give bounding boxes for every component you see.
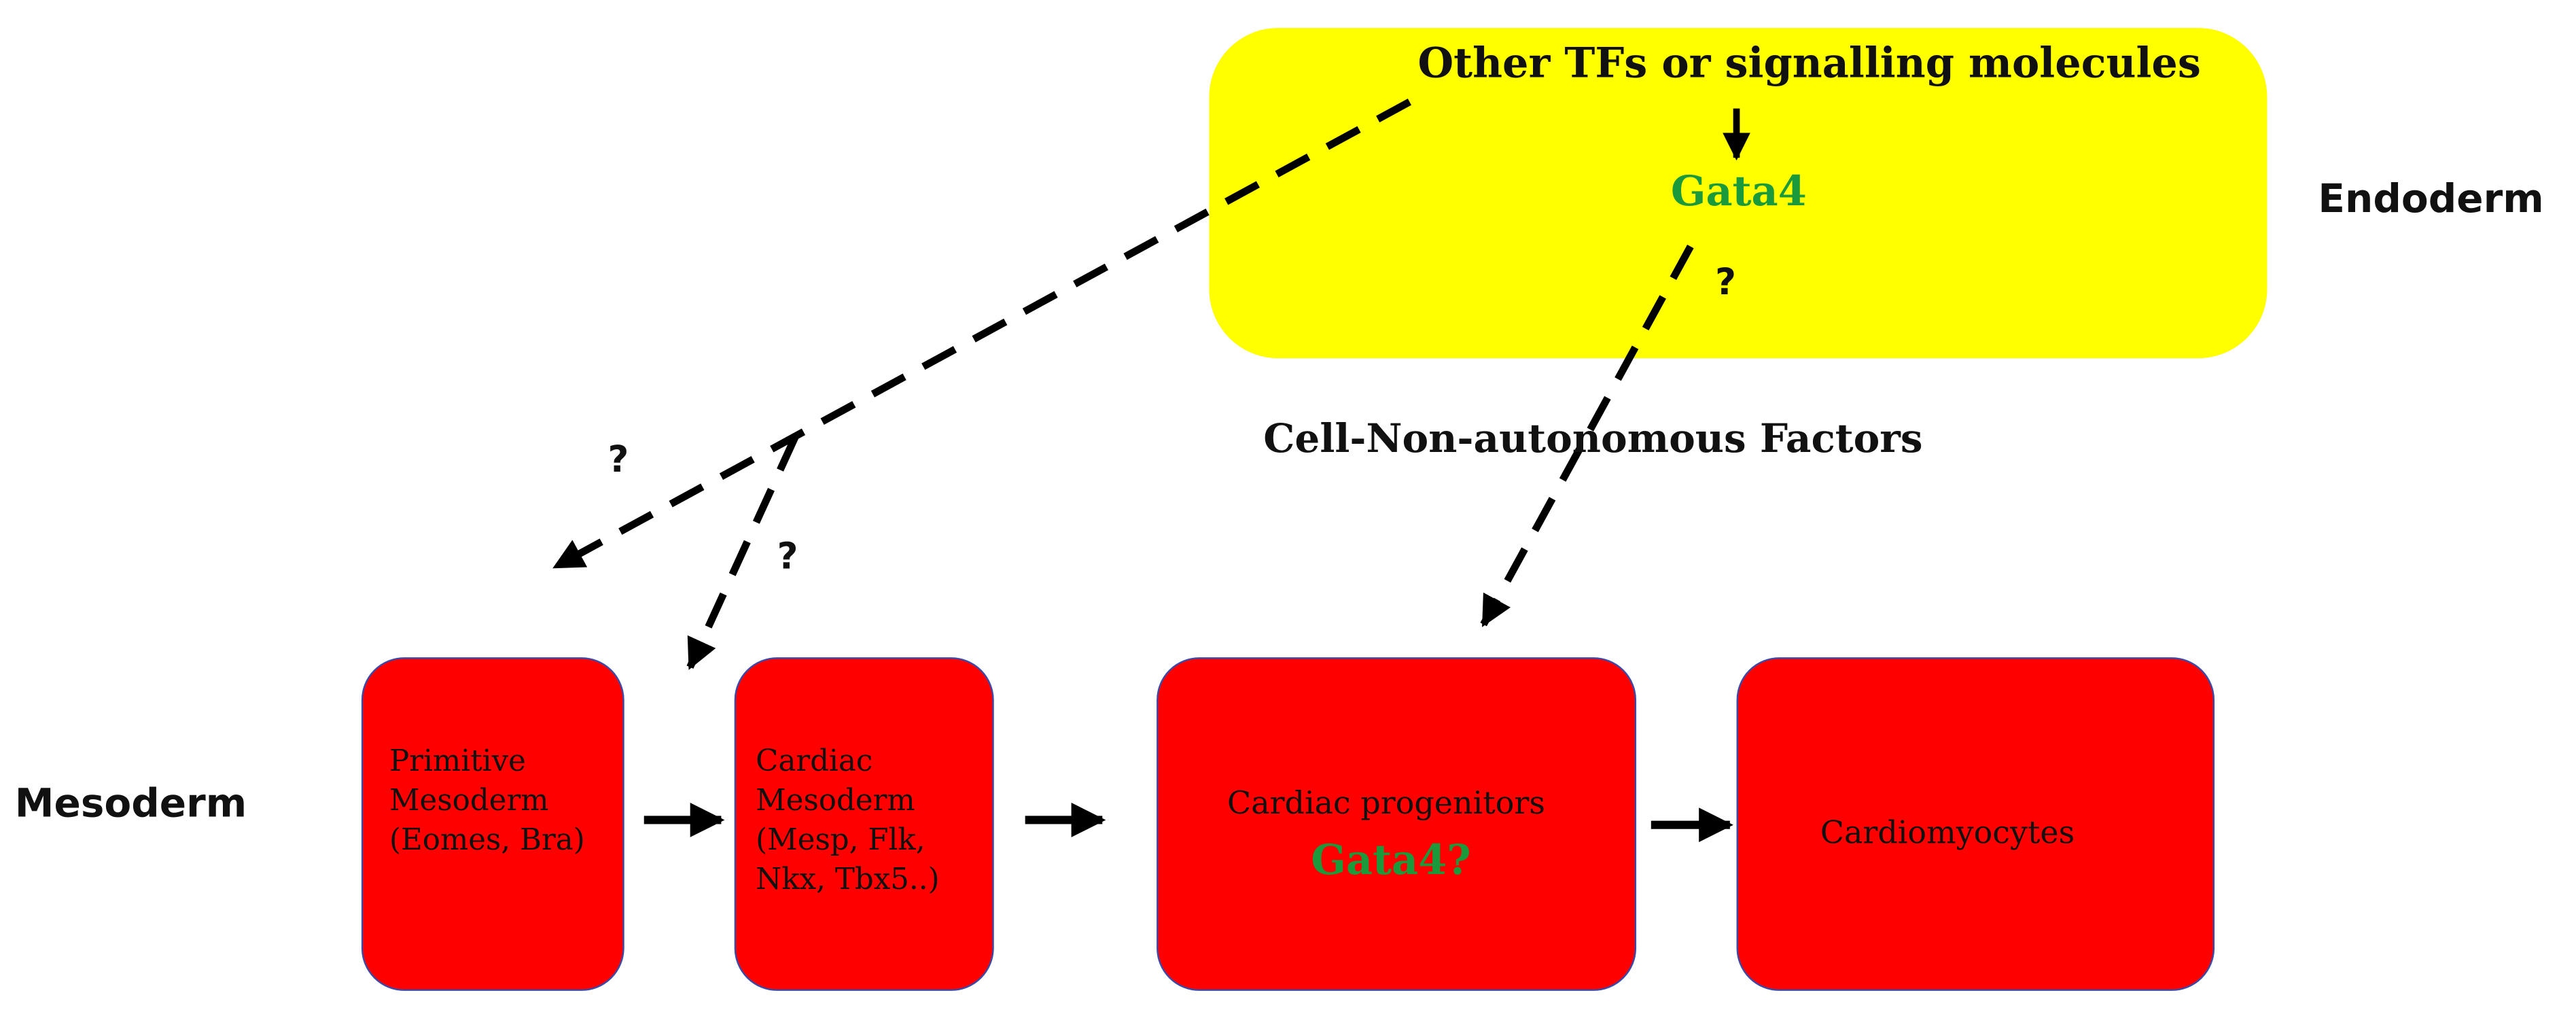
cardiac-mesoderm-text: Cardiac Mesoderm (Mesp, Flk, Nkx, Tbx5..… (756, 743, 939, 901)
primitive-mesoderm-text: Primitive Mesoderm (Eomes, Bra) (389, 743, 585, 861)
cardiac-progenitors-box (1157, 657, 1637, 991)
primitive-line1: Primitive (389, 744, 526, 780)
progenitors-gata4-label: Gata4? (1311, 836, 1471, 884)
primitive-mesoderm-box (361, 657, 624, 991)
question-mark-cardiac: ? (777, 537, 798, 579)
primitive-line3: (Eomes, Bra) (389, 823, 585, 858)
cardiac-line2: Mesoderm (756, 784, 915, 819)
cardiomyocytes-title: Cardiomyocytes (1820, 815, 2075, 852)
gata4-label: Gata4 (1670, 167, 1807, 215)
cardiac-line3: (Mesp, Flk, (756, 823, 925, 858)
mesoderm-region-label: Mesoderm (14, 780, 247, 827)
cardiac-mesoderm-box (734, 657, 994, 991)
endoderm-region-label: Endoderm (2318, 175, 2544, 222)
primitive-line2: Mesoderm (389, 784, 549, 819)
question-mark-primitive: ? (607, 440, 629, 482)
cardiomyocytes-box (1736, 657, 2215, 991)
dashed-arrow-branch-to-cardiac-mesoderm (686, 435, 799, 670)
cardiac-line1: Cardiac (756, 744, 873, 780)
dashed-arrow-signals-to-primitive (552, 99, 1412, 570)
question-mark-gata4: ? (1715, 262, 1736, 304)
endoderm-box (1209, 28, 2268, 359)
dashed-arrow-gata4-to-progenitors (1480, 245, 1694, 627)
signals-label: Other TFs or signalling molecules (1417, 39, 2201, 88)
cardiac-line4: Nkx, Tbx5..) (756, 862, 940, 898)
cardiac-progenitors-title: Cardiac progenitors (1227, 785, 1545, 822)
cell-non-autonomous-label: Cell-Non-autonomous Factors (1263, 414, 1923, 462)
